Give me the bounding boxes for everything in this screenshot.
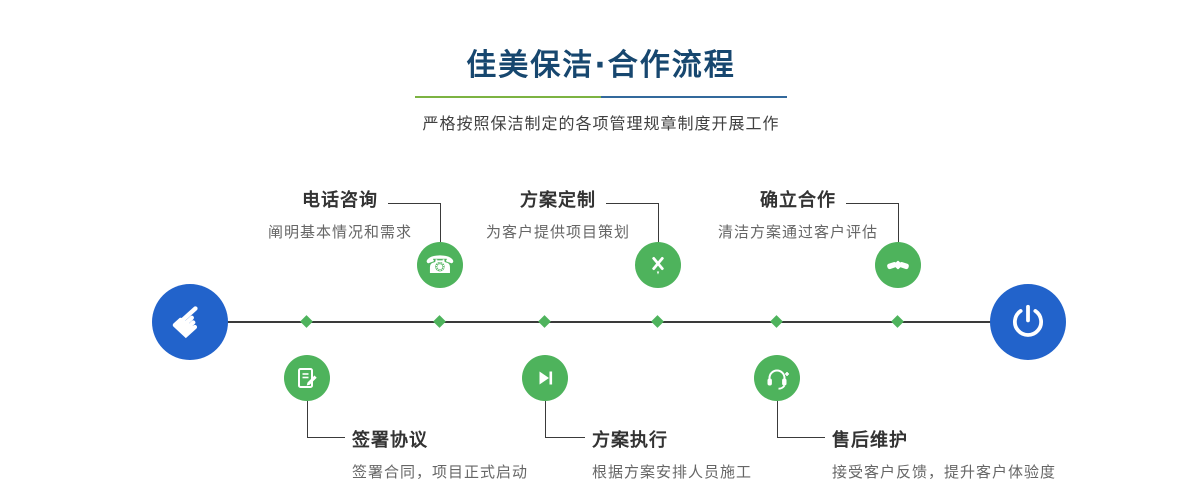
timeline-diamond bbox=[433, 315, 446, 328]
step-desc: 清洁方案通过客户评估 bbox=[717, 223, 878, 241]
step-desc: 为客户提供项目策划 bbox=[485, 223, 630, 241]
timeline-start-node: ☛ bbox=[152, 284, 228, 360]
step-title: 方案执行 bbox=[592, 430, 668, 451]
step-plan-customize: 方案定制 为客户提供项目策划 bbox=[438, 186, 678, 242]
connector bbox=[898, 203, 899, 242]
underline-blue-segment bbox=[601, 96, 787, 98]
step-title: 售后维护 bbox=[832, 430, 908, 451]
timeline-diamond bbox=[770, 315, 783, 328]
step-desc: 签署合同，项目正式启动 bbox=[352, 463, 529, 481]
timeline-diamond bbox=[538, 315, 551, 328]
step-title: 签署协议 bbox=[352, 430, 428, 451]
connector bbox=[777, 437, 825, 438]
step-title: 方案定制 bbox=[520, 190, 596, 211]
timeline-diamond bbox=[300, 315, 313, 328]
timeline-end-node bbox=[990, 284, 1066, 360]
connector bbox=[846, 203, 898, 204]
step-desc: 接受客户反馈，提升客户体验度 bbox=[832, 463, 1057, 481]
step-node-cooperation bbox=[875, 242, 921, 288]
step-desc: 根据方案安排人员施工 bbox=[592, 463, 753, 481]
connector bbox=[388, 203, 440, 204]
connector bbox=[545, 401, 546, 437]
step-aftersales-maintenance: 售后维护 接受客户反馈，提升客户体验度 bbox=[832, 426, 1056, 482]
step-desc: 阐明基本情况和需求 bbox=[267, 223, 412, 241]
underline-green-segment bbox=[415, 96, 601, 98]
power-icon bbox=[1013, 304, 1043, 337]
page-title: 佳美保洁·合作流程 bbox=[466, 48, 736, 83]
connector bbox=[307, 401, 308, 437]
timeline-diamond bbox=[651, 315, 664, 328]
step-node-phone: ☎ bbox=[417, 242, 463, 288]
headset-support-icon bbox=[767, 369, 789, 390]
connector bbox=[307, 437, 345, 438]
connector bbox=[545, 437, 585, 438]
connector bbox=[440, 203, 441, 242]
step-plan-execution: 方案执行 根据方案安排人员施工 bbox=[592, 426, 752, 482]
play-next-icon bbox=[539, 371, 553, 385]
step-node-design bbox=[635, 242, 681, 288]
step-sign-agreement: 签署协议 签署合同，项目正式启动 bbox=[352, 426, 528, 482]
step-title: 确立合作 bbox=[760, 190, 836, 211]
page-subtitle: 严格按照保洁制定的各项管理规章制度开展工作 bbox=[422, 114, 780, 133]
step-node-execution bbox=[522, 355, 568, 401]
step-node-contract bbox=[284, 355, 330, 401]
design-tools-icon bbox=[652, 256, 664, 275]
connector bbox=[658, 203, 659, 242]
contract-sign-icon bbox=[298, 368, 317, 388]
step-node-aftersales bbox=[754, 355, 800, 401]
step-title: 电话咨询 bbox=[302, 190, 378, 211]
step-phone-consult: 电话咨询 阐明基本情况和需求 bbox=[220, 186, 460, 242]
connector bbox=[777, 401, 778, 437]
timeline-line bbox=[190, 321, 1028, 323]
handshake-icon bbox=[887, 260, 909, 270]
timeline-diamond bbox=[891, 315, 904, 328]
hand-pointer-icon: ☛ bbox=[159, 290, 221, 353]
phone-icon: ☎ bbox=[425, 251, 455, 279]
title-underline bbox=[415, 96, 787, 98]
connector bbox=[606, 203, 658, 204]
step-establish-cooperation: 确立合作 清洁方案通过客户评估 bbox=[678, 186, 918, 242]
